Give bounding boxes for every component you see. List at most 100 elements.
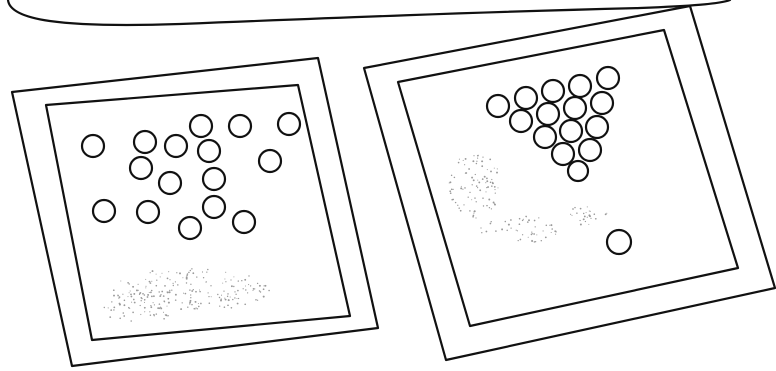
- stipple-dot: [235, 294, 236, 295]
- stipple-dot: [571, 215, 572, 216]
- stipple-dot: [255, 299, 257, 301]
- stipple-dot: [551, 228, 553, 230]
- stipple-dot: [479, 189, 481, 191]
- ball: [515, 87, 537, 109]
- stipple-dot: [465, 158, 467, 160]
- stipple-dot: [141, 298, 142, 299]
- stipple-dot: [163, 318, 165, 320]
- stipple-dot: [477, 180, 478, 181]
- stipple-dot: [207, 269, 209, 271]
- stipple-dot: [584, 215, 586, 217]
- stipple-dot: [506, 230, 507, 231]
- stipple-dot: [474, 197, 475, 198]
- stipple-dot: [230, 296, 231, 297]
- stipple-dot: [460, 187, 462, 189]
- stipple-dot: [129, 292, 130, 293]
- stipple-dot: [113, 289, 115, 291]
- stipple-dot: [463, 160, 464, 161]
- stipple-dot: [209, 302, 211, 304]
- stipple-dot: [244, 279, 246, 281]
- stipple-dot: [501, 228, 503, 230]
- stipple-dot: [263, 288, 265, 290]
- stipple-dot: [145, 279, 146, 280]
- stipple-dot: [248, 284, 249, 285]
- stipple-dot: [133, 299, 135, 301]
- stipple-dot: [605, 213, 607, 215]
- stipple-dot: [449, 182, 450, 183]
- stipple-dot: [528, 219, 530, 221]
- stipple-dot: [478, 155, 479, 156]
- stipple-dot: [586, 212, 587, 213]
- stipple-dot: [191, 268, 192, 269]
- ball: [278, 113, 300, 135]
- stipple-dot: [206, 281, 207, 282]
- stipple-dot: [485, 191, 486, 192]
- stipple-dot: [171, 290, 172, 291]
- stipple-dot: [110, 309, 112, 311]
- stipple-dot: [140, 305, 141, 306]
- stipple-dot: [176, 272, 177, 273]
- stipple-dot: [496, 172, 498, 174]
- stipple-dot: [257, 300, 258, 301]
- stipple-dot: [231, 285, 233, 287]
- stipple-dot: [589, 215, 591, 217]
- left-frame-balls: [82, 113, 300, 239]
- stipple-dot: [199, 291, 201, 293]
- stipple-dot: [481, 232, 482, 233]
- stipple-dot: [167, 278, 169, 280]
- stipple-dot: [555, 234, 556, 235]
- stipple-dot: [263, 285, 264, 286]
- stipple-dot: [150, 315, 151, 316]
- stipple-dot: [190, 270, 192, 272]
- stipple-dot: [486, 231, 488, 233]
- stipple-dot: [482, 178, 484, 180]
- stipple-dot: [472, 184, 473, 185]
- stipple-dot: [587, 217, 588, 218]
- stipple-dot: [133, 293, 135, 295]
- stipple-dot: [534, 241, 536, 243]
- ball: [552, 143, 574, 165]
- stipple-dot: [451, 199, 453, 201]
- stipple-dot: [583, 218, 585, 220]
- stipple-dot: [472, 216, 474, 218]
- stipple-dot: [517, 230, 518, 231]
- stipple-dot: [574, 207, 575, 208]
- stipple-dot: [200, 303, 202, 305]
- ball: [569, 75, 591, 97]
- stipple-dot: [541, 240, 542, 241]
- stipple-dot: [468, 168, 470, 170]
- stipple-dot: [175, 294, 177, 296]
- stipple-dot: [168, 271, 169, 272]
- stipple-dot: [193, 308, 195, 310]
- stipple-dot: [449, 181, 451, 183]
- stipple-dot: [227, 296, 228, 297]
- right-frame-ball-cluster: [487, 67, 619, 181]
- ball: [190, 115, 212, 137]
- stipple-dot: [225, 272, 226, 273]
- stipple-dot: [163, 300, 165, 302]
- stipple-dot: [167, 291, 169, 293]
- stipple-dot: [464, 164, 465, 165]
- stipple-dot: [188, 272, 190, 274]
- stipple-dot: [108, 307, 109, 308]
- stipple-dot: [144, 302, 145, 303]
- stipple-dot: [490, 181, 492, 183]
- ball: [165, 135, 187, 157]
- stipple-dot: [495, 230, 497, 232]
- stipple-dot: [451, 189, 453, 191]
- stipple-dot: [134, 302, 136, 304]
- stipple-dot: [113, 307, 115, 309]
- stipple-dot: [469, 192, 470, 193]
- stipple-dot: [549, 225, 550, 226]
- stipple-dot: [167, 315, 168, 316]
- stipple-dot: [580, 208, 582, 210]
- stipple-dot: [476, 185, 478, 187]
- stipple-dot: [587, 206, 588, 207]
- stipple-dot: [579, 220, 580, 221]
- right-frame-outer-border: [364, 6, 775, 360]
- stipple-dot: [147, 294, 149, 296]
- stipple-dot: [458, 207, 460, 209]
- stipple-dot: [243, 288, 244, 289]
- stipple-dot: [138, 290, 139, 291]
